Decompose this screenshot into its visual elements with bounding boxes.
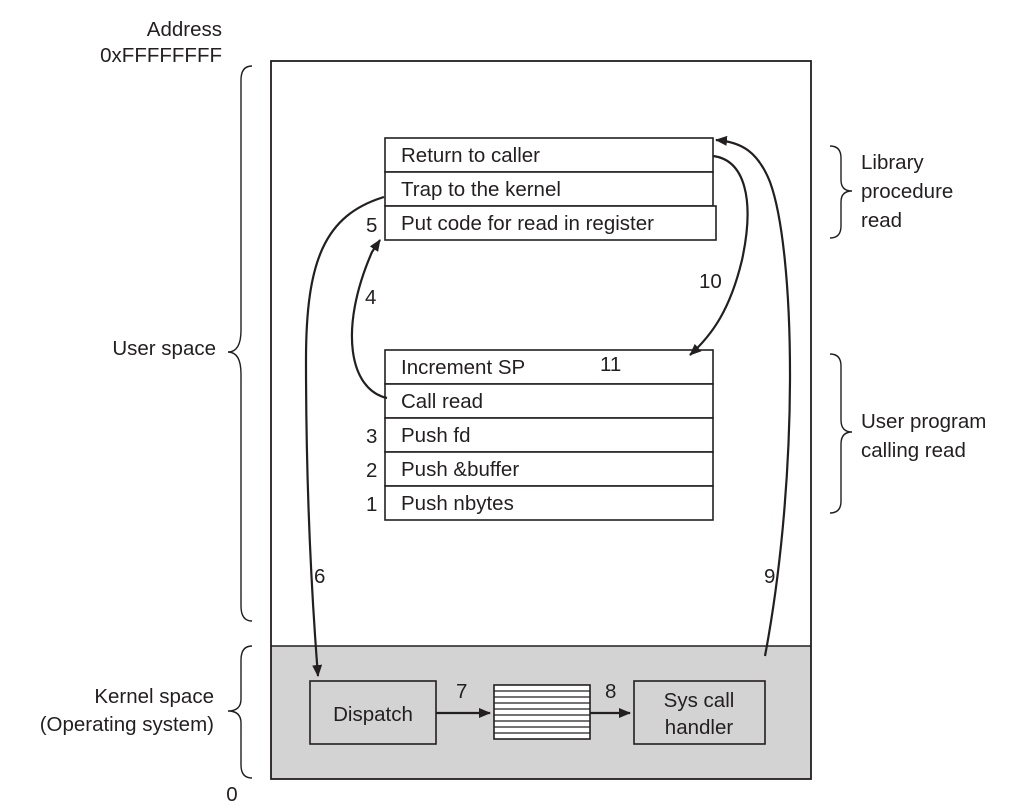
step-1-label: 1 [366,493,377,516]
cell-text-increment-sp: Increment SP [401,356,525,379]
user-program-stack: Increment SP Call read Push fd Push &buf… [366,349,714,521]
library-label-line3: read [861,209,902,232]
address-top-value: 0xFFFFFFFF [100,44,222,67]
cell-text-trap-to-kernel: Trap to the kernel [401,178,561,201]
step-6-label: 6 [314,565,325,588]
cell-text-push-buffer: Push &buffer [401,458,519,481]
sys-call-handler-box [633,680,766,745]
step-11-label: 11 [600,353,621,376]
stack-cell-push-fd [384,417,714,453]
cell-text-return-to-caller: Return to caller [401,144,540,167]
stack-cell-return-to-caller [384,137,714,173]
user-program-label-line1: User program [861,410,986,433]
cell-text-put-code: Put code for read in register [401,212,654,235]
user-program-brace [829,353,853,514]
library-label-line2: procedure [861,180,953,203]
step-3-label: 3 [366,425,377,448]
cell-text-call-read: Call read [401,390,483,413]
user-space-brace [227,65,253,622]
kernel-space-brace [227,645,253,779]
step-7-label: 7 [456,680,467,703]
stack-cell-increment-sp [384,349,714,385]
stack-cell-push-buffer [384,451,714,487]
library-procedure-stack: Return to caller Trap to the kernel Put … [366,137,717,241]
step-4-label: 4 [365,286,376,309]
stack-cell-push-nbytes [384,485,714,521]
dispatch-table-icon [493,684,591,740]
address-space-box [270,60,812,780]
library-label-line1: Library [861,151,924,174]
arrow-step-10 [689,154,749,356]
address-label: Address [147,18,222,41]
step-2-label: 2 [366,459,377,482]
kernel-space-label: Kernel space [94,685,214,708]
user-space-label: User space [112,337,216,360]
sys-call-handler-label-line1: Sys call [664,689,735,712]
step-5-label: 5 [366,214,377,237]
cell-text-push-nbytes: Push nbytes [401,492,514,515]
step-8-label: 8 [605,680,616,703]
address-bottom-value: 0 [226,783,237,806]
arrow-step-6 [304,195,385,677]
stack-cell-call-read [384,383,714,419]
stack-cell-put-code [384,205,717,241]
step-10-label: 10 [699,270,722,293]
sys-call-handler-label-line2: handler [665,716,734,739]
cell-text-push-fd: Push fd [401,424,471,447]
arrow-step-9 [715,135,792,657]
operating-system-label: (Operating system) [40,713,214,736]
dispatch-box [309,680,437,745]
library-procedure-brace [829,145,853,239]
user-program-label-line2: calling read [861,439,966,462]
dispatch-label: Dispatch [333,703,413,726]
step-9-label: 9 [764,565,775,588]
arrow-step-4 [350,239,388,400]
